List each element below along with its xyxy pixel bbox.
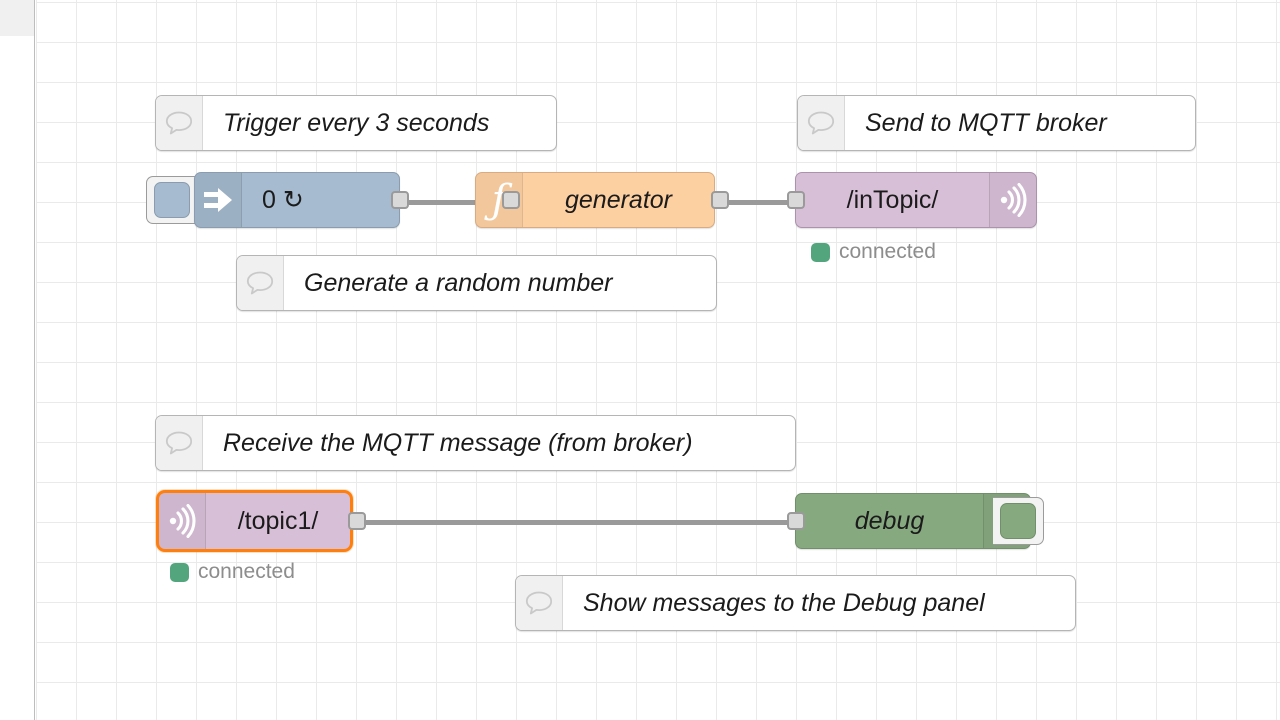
- editor-left-rail: [0, 0, 35, 720]
- mqtt-out-node-label: /inTopic/: [846, 185, 939, 214]
- comment-node-text: Send to MQTT broker: [865, 108, 1107, 137]
- comment-bubble-icon: [156, 96, 203, 150]
- function-node[interactable]: ƒ generator: [475, 172, 715, 228]
- comment-node-generator[interactable]: Generate a random number: [236, 255, 717, 311]
- mqtt-out-node-input-port[interactable]: [787, 191, 805, 209]
- mqtt-out-node[interactable]: /inTopic/: [795, 172, 1037, 228]
- mqtt-broadcast-icon: [159, 493, 206, 549]
- inject-node[interactable]: 0 ↻: [194, 172, 400, 228]
- comment-node-text: Generate a random number: [304, 268, 613, 297]
- mqtt-in-node-status: connected: [170, 560, 295, 584]
- mqtt-broadcast-icon: [989, 173, 1036, 227]
- comment-bubble-icon: [798, 96, 845, 150]
- function-node-input-port[interactable]: [502, 191, 520, 209]
- wire-function-to-mqtt-out[interactable]: [720, 200, 816, 205]
- status-dot-connected-icon: [170, 562, 189, 582]
- inject-trigger-button[interactable]: [146, 176, 196, 224]
- comment-bubble-icon: [516, 576, 563, 630]
- flow-canvas[interactable]: Trigger every 3 seconds Send to MQTT bro…: [36, 0, 1280, 720]
- mqtt-in-node-output-port[interactable]: [348, 512, 366, 530]
- status-dot-connected-icon: [811, 242, 830, 262]
- comment-node-mqtt-in[interactable]: Receive the MQTT message (from broker): [155, 415, 796, 471]
- mqtt-out-node-status: connected: [811, 240, 936, 264]
- function-node-label: generator: [564, 185, 673, 214]
- debug-node-input-port[interactable]: [787, 512, 805, 530]
- function-f-glyph: ƒ: [491, 177, 507, 223]
- mqtt-in-status-text: connected: [198, 560, 295, 583]
- left-rail-top-block: [0, 0, 34, 36]
- comment-node-text: Receive the MQTT message (from broker): [223, 428, 693, 457]
- debug-enable-toggle[interactable]: [993, 497, 1044, 545]
- comment-bubble-icon: [156, 416, 203, 470]
- comment-node-mqtt-out[interactable]: Send to MQTT broker: [797, 95, 1196, 151]
- wire-inject-to-function[interactable]: [400, 200, 496, 205]
- inject-node-output-port[interactable]: [391, 191, 409, 209]
- inject-node-label: 0 ↻: [262, 186, 304, 214]
- comment-node-debug[interactable]: Show messages to the Debug panel: [515, 575, 1076, 631]
- mqtt-in-node-label: /topic1/: [237, 506, 319, 535]
- inject-trigger-button-inner: [153, 182, 190, 218]
- comment-node-trigger[interactable]: Trigger every 3 seconds: [155, 95, 557, 151]
- comment-bubble-icon: [237, 256, 284, 310]
- mqtt-in-node[interactable]: /topic1/: [156, 490, 353, 552]
- function-node-output-port[interactable]: [711, 191, 729, 209]
- comment-node-text: Show messages to the Debug panel: [583, 588, 985, 617]
- comment-node-text: Trigger every 3 seconds: [223, 108, 490, 137]
- mqtt-out-status-text: connected: [839, 240, 936, 263]
- debug-node-label: debug: [854, 506, 925, 535]
- wire-mqtt-in-to-debug[interactable]: [358, 520, 802, 525]
- inject-arrow-icon: [195, 173, 242, 227]
- debug-enable-toggle-inner: [1000, 503, 1036, 539]
